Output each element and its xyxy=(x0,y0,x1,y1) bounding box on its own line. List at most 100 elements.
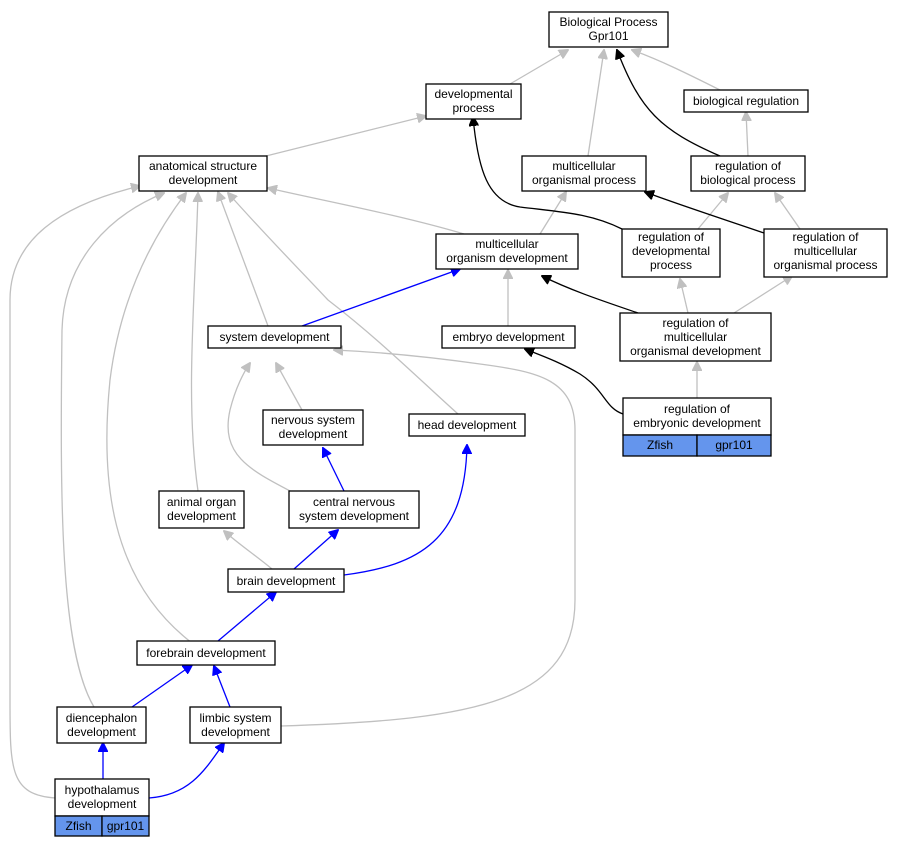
gene-cell-symbol xyxy=(101,815,150,837)
node-label-line: multicellular xyxy=(475,237,538,251)
node-multicellular-organism-development[interactable]: multicellular organism development xyxy=(435,233,579,270)
edge xyxy=(190,193,198,492)
node-hypothalamus-development[interactable]: hypothalamus development xyxy=(54,778,150,817)
node-label-line: organism development xyxy=(446,251,568,265)
node-label-line: biological process xyxy=(700,173,795,187)
node-regulation-of-multicellular-organismal-development[interactable]: regulation of multicellular organismal d… xyxy=(619,312,772,362)
node-label-line: head development xyxy=(418,418,517,432)
node-diencephalon-development[interactable]: diencephalon development xyxy=(56,706,147,744)
node-label-line: regulation of xyxy=(638,230,705,244)
node-system-development[interactable]: system development xyxy=(207,325,342,349)
node-biological-process[interactable]: Biological Process Gpr101 xyxy=(548,11,669,48)
edge xyxy=(217,592,276,642)
edge xyxy=(645,192,765,234)
edge xyxy=(539,192,566,235)
node-central-nervous-system-development[interactable]: central nervous system development xyxy=(288,490,420,529)
gene-annotation-row[interactable]: Zfish gpr101 xyxy=(622,434,772,457)
edge xyxy=(343,445,467,576)
edge xyxy=(680,279,689,314)
node-label-line: process xyxy=(452,101,494,115)
edge xyxy=(276,363,303,411)
edge xyxy=(617,50,721,157)
node-label-line: anatomical structure xyxy=(149,159,257,173)
node-limbic-system-development[interactable]: limbic system development xyxy=(189,706,282,744)
gene-symbol-label: gpr101 xyxy=(107,819,145,833)
node-label-line: regulation of xyxy=(792,230,859,244)
edge xyxy=(542,276,639,314)
node-regulation-of-embryonic-development[interactable]: regulation of embryonic development xyxy=(622,397,772,436)
node-brain-development[interactable]: brain development xyxy=(227,568,345,593)
nodes: Biological Process Gpr101 developmental … xyxy=(54,11,888,837)
edge xyxy=(280,350,576,727)
node-label-line: development xyxy=(201,725,270,739)
edge xyxy=(131,665,192,708)
node-regulation-of-developmental-process[interactable]: regulation of developmental process xyxy=(621,228,721,278)
edge xyxy=(473,117,623,230)
node-label-line: developmental xyxy=(434,87,512,101)
edge xyxy=(106,193,193,644)
edge xyxy=(632,50,721,91)
edge xyxy=(218,192,269,327)
node-multicellular-organismal-process[interactable]: multicellular organismal process xyxy=(521,155,647,192)
edge xyxy=(525,349,624,415)
edge xyxy=(301,269,460,327)
edge xyxy=(746,112,748,157)
node-label-line: development xyxy=(67,725,136,739)
edge xyxy=(293,530,338,570)
node-label-line: process xyxy=(650,258,692,272)
edge xyxy=(268,188,465,235)
edge xyxy=(775,193,801,230)
node-label-line: organismal development xyxy=(630,344,761,358)
node-nervous-system-development[interactable]: nervous system development xyxy=(262,409,364,446)
node-label-line: animal organ xyxy=(167,495,236,509)
node-label-line: system development xyxy=(299,509,410,523)
node-animal-organ-development[interactable]: animal organ development xyxy=(158,490,245,529)
node-label-line: development xyxy=(167,509,236,523)
edge xyxy=(224,531,273,570)
edge xyxy=(228,193,459,415)
node-biological-regulation[interactable]: biological regulation xyxy=(683,89,809,113)
node-label-line: nervous system xyxy=(271,413,355,427)
edge xyxy=(214,666,231,708)
node-anatomical-structure-development[interactable]: anatomical structure development xyxy=(138,155,268,192)
node-label-line: regulation of xyxy=(662,316,729,330)
edge xyxy=(733,276,792,314)
gene-species-label: Zfish xyxy=(65,819,91,833)
gene-annotation-row[interactable]: Zfish gpr101 xyxy=(54,815,150,837)
edge xyxy=(323,448,345,492)
node-regulation-of-biological-process[interactable]: regulation of biological process xyxy=(690,155,806,192)
node-regulation-of-multicellular-organismal-process[interactable]: regulation of multicellular organismal p… xyxy=(763,228,888,278)
edge xyxy=(697,193,728,230)
node-label-line: development xyxy=(169,173,238,187)
edge xyxy=(148,743,224,799)
node-label-line: multicellular xyxy=(794,244,857,258)
node-label-line: biological regulation xyxy=(693,94,799,108)
node-label-line: organismal process xyxy=(532,173,636,187)
gene-symbol-label: gpr101 xyxy=(715,438,753,452)
node-label-line: central nervous xyxy=(313,495,395,509)
node-label-line: regulation of xyxy=(664,402,731,416)
node-head-development[interactable]: head development xyxy=(408,413,526,437)
node-label-line: diencephalon xyxy=(66,711,137,725)
node-label-line: embryo development xyxy=(452,330,565,344)
node-label-line: Biological Process xyxy=(559,15,657,29)
node-label-line: development xyxy=(279,427,348,441)
node-label-line: regulation of xyxy=(715,159,782,173)
node-label-line: brain development xyxy=(237,574,336,588)
edges xyxy=(9,50,801,799)
edge xyxy=(60,193,164,708)
node-label-line: multicellular xyxy=(664,330,727,344)
edge xyxy=(9,186,140,799)
edge xyxy=(227,363,293,493)
node-developmental-process[interactable]: developmental process xyxy=(425,83,522,120)
node-label-line: hypothalamus xyxy=(65,783,140,797)
node-embryo-development[interactable]: embryo development xyxy=(441,325,576,349)
node-label-line: organismal process xyxy=(773,258,877,272)
edge xyxy=(509,50,568,85)
node-label-line: embryonic development xyxy=(633,416,761,430)
node-label-line: forebrain development xyxy=(146,646,266,660)
node-forebrain-development[interactable]: forebrain development xyxy=(136,640,276,666)
node-label-line: multicellular xyxy=(552,159,615,173)
node-label-line: developmental xyxy=(632,244,710,258)
